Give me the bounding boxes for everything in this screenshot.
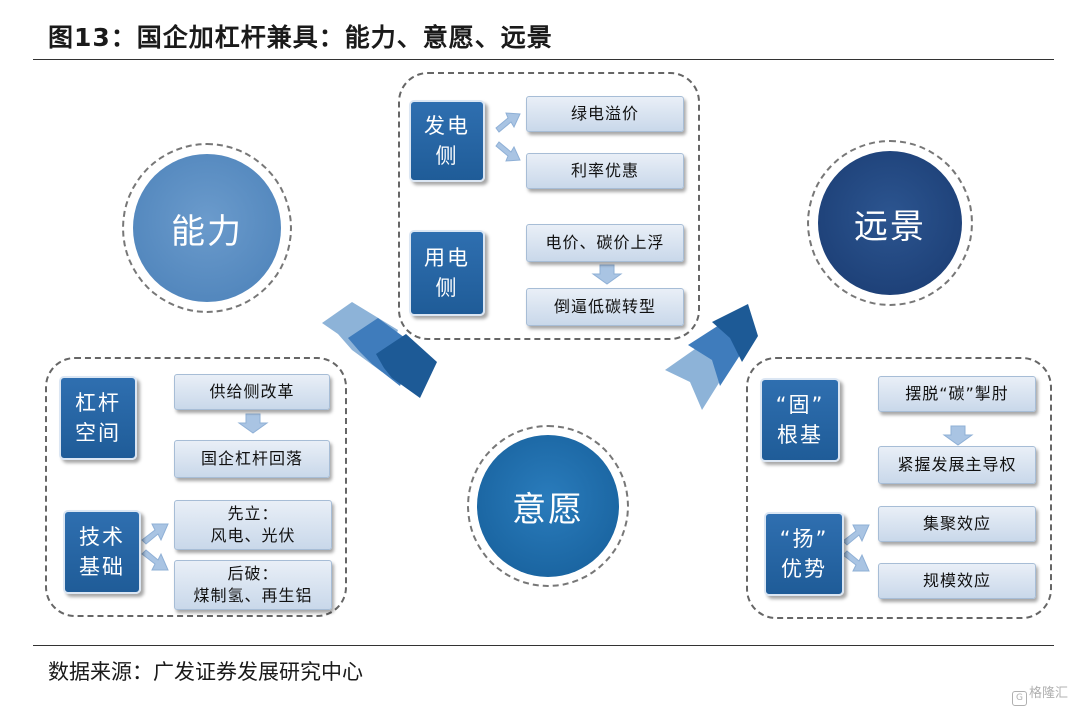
break-later-line-1: 后破： — [227, 564, 279, 583]
leverage-space-box: 杠杆 空间 — [59, 376, 137, 460]
supply-side-label-2: 侧 — [435, 144, 459, 168]
build-first-line-2: 风电、光伏 — [210, 526, 296, 545]
willingness-group — [398, 72, 700, 340]
demand-side-label-1: 用电 — [424, 246, 470, 270]
arrow-down-vision — [942, 425, 974, 446]
chevron-3 — [376, 334, 437, 398]
supply-side-reform-box: 供给侧改革 — [174, 374, 330, 410]
chevron-4 — [665, 342, 722, 410]
ability-circle-outline — [122, 143, 292, 313]
tech-foundation-label-1: 技术 — [79, 525, 125, 549]
vision-circle: 远景 — [818, 151, 962, 295]
willingness-circle: 意愿 — [477, 435, 619, 577]
demand-side-box: 用电 侧 — [409, 230, 485, 316]
promote-label-1: “扬” — [779, 527, 829, 551]
agglomeration-effect-text: 集聚效应 — [922, 514, 991, 533]
vision-label: 远景 — [854, 206, 926, 247]
price-rise-box: 电价、碳价上浮 — [526, 224, 684, 262]
watermark-text: 格隆汇 — [1028, 686, 1068, 701]
grasp-leadership-box: 紧握发展主导权 — [878, 446, 1036, 484]
tech-foundation-box: 技术 基础 — [63, 510, 141, 594]
arrow-to-rate-discount — [495, 141, 521, 162]
low-carbon-transition-box: 倒逼低碳转型 — [526, 288, 684, 326]
leverage-space-label-2: 空间 — [75, 421, 121, 445]
escape-carbon-text: 摆脱“碳”掣肘 — [905, 384, 1009, 403]
data-source: 数据来源：广发证券发展研究中心 — [48, 660, 363, 684]
arrow-to-break-later — [141, 549, 169, 571]
ability-label: 能力 — [171, 211, 243, 252]
arrow-down-leverage — [237, 413, 269, 434]
willingness-label: 意愿 — [512, 489, 584, 530]
leverage-space-label-1: 杠杆 — [75, 391, 121, 415]
consolidate-foundation-box: “固” 根基 — [760, 378, 840, 462]
build-first-line-1: 先立： — [227, 504, 279, 523]
watermark-logo-icon: G — [1011, 691, 1027, 706]
agglomeration-effect-box: 集聚效应 — [878, 506, 1036, 542]
supply-side-label-1: 发电 — [424, 114, 470, 138]
willingness-circle-outline — [467, 425, 629, 587]
soe-leverage-decline-box: 国企杠杆回落 — [174, 440, 330, 478]
arrow-to-build-first — [141, 523, 169, 545]
vision-circle-outline — [807, 140, 973, 306]
figure-title: 图13：国企加杠杆兼具：能力、意愿、远景 — [48, 23, 553, 52]
chevrons-willingness-to-vision — [665, 304, 758, 410]
scale-effect-box: 规模效应 — [878, 563, 1036, 599]
arrow-down-demand — [591, 264, 623, 285]
grasp-leadership-text: 紧握发展主导权 — [897, 455, 1017, 474]
chevrons-ability-to-willingness — [322, 302, 437, 398]
promote-advantage-box: “扬” 优势 — [764, 512, 844, 596]
promote-label-2: 优势 — [781, 557, 827, 581]
tech-foundation-label-2: 基础 — [79, 555, 125, 579]
green-premium-box: 绿电溢价 — [526, 96, 684, 132]
escape-carbon-box: 摆脱“碳”掣肘 — [878, 376, 1036, 412]
demand-side-label-2: 侧 — [435, 276, 459, 300]
rate-discount-text: 利率优惠 — [570, 161, 639, 180]
arrow-to-agglomeration — [842, 524, 870, 546]
consolidate-label-2: 根基 — [777, 423, 823, 447]
supply-side-box: 发电 侧 — [409, 100, 485, 182]
chevron-6 — [712, 304, 758, 362]
arrow-to-scale — [842, 550, 870, 572]
scale-effect-text: 规模效应 — [922, 571, 991, 590]
rate-discount-box: 利率优惠 — [526, 153, 684, 189]
break-later-line-2: 煤制氢、再生铝 — [193, 586, 313, 605]
price-rise-text: 电价、碳价上浮 — [545, 233, 665, 252]
consolidate-label-1: “固” — [775, 393, 825, 417]
bottom-rule — [33, 645, 1054, 646]
green-premium-text: 绿电溢价 — [570, 104, 639, 123]
vision-group — [746, 357, 1052, 619]
break-later-box: 后破： 煤制氢、再生铝 — [174, 560, 332, 610]
ability-group — [45, 357, 347, 617]
top-rule — [33, 59, 1054, 60]
arrow-to-green-premium — [495, 112, 521, 133]
build-first-box: 先立： 风电、光伏 — [174, 500, 332, 550]
low-carbon-transition-text: 倒逼低碳转型 — [553, 297, 656, 316]
supply-side-reform-text: 供给侧改革 — [209, 382, 295, 401]
soe-leverage-decline-text: 国企杠杆回落 — [200, 449, 303, 468]
ability-circle: 能力 — [133, 154, 281, 302]
